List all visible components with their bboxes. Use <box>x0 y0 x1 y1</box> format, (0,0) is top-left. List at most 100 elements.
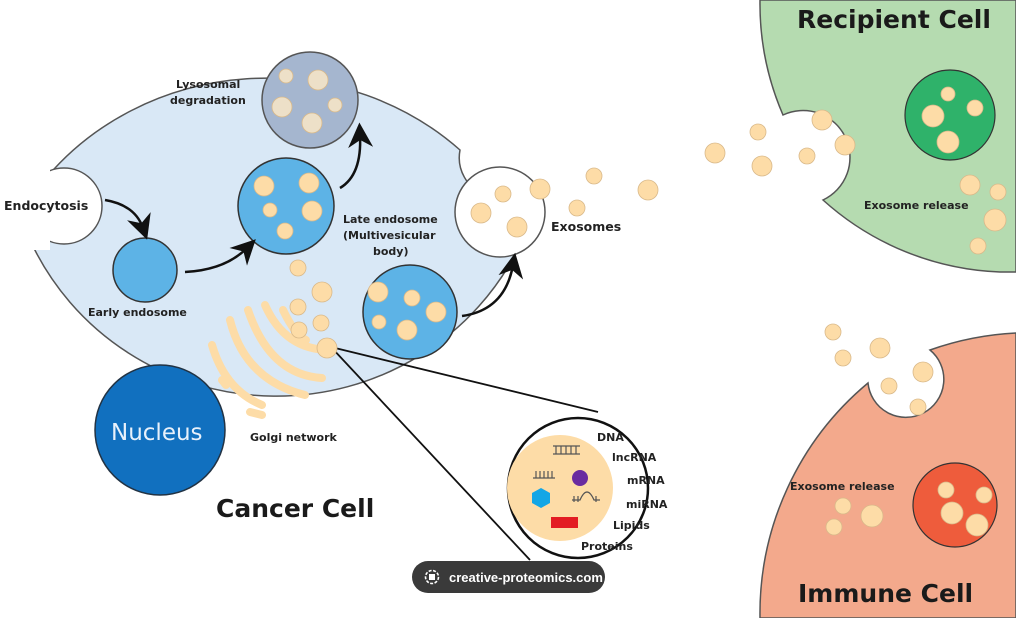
vesicle <box>969 237 987 255</box>
callout-line-bottom <box>330 346 531 561</box>
callout-line-top <box>330 346 599 413</box>
label-late-endosome-3: body) <box>373 245 409 258</box>
cargo-label-proteins: Proteins <box>581 540 633 553</box>
vesicle <box>568 199 586 217</box>
arrow-endocytosis <box>104 198 151 240</box>
label-lysosomal-1: Lysosomal <box>176 78 240 91</box>
label-recipient-release: Exosome release <box>864 199 969 212</box>
protein-purple-icon <box>572 470 588 486</box>
vesicle <box>975 486 993 504</box>
cargo-label-lncrna: lncRNA <box>612 451 657 464</box>
label-golgi: Golgi network <box>250 431 338 444</box>
vesicle <box>278 68 294 84</box>
vesicle <box>869 337 891 359</box>
vesicle <box>289 298 307 316</box>
cargo-exosome <box>507 435 613 541</box>
vesicle <box>585 167 603 185</box>
vesicle <box>253 175 275 197</box>
source-watermark[interactable]: creative-proteomics.com <box>412 561 605 593</box>
vesicle <box>396 319 418 341</box>
vesicle <box>983 208 1007 232</box>
vesicle <box>316 337 338 359</box>
lipid-hexagon-icon <box>532 488 550 508</box>
label-immune-release: Exosome release <box>790 480 895 493</box>
vesicle <box>327 97 343 113</box>
vesicle <box>494 185 512 203</box>
cargo-label-mrna: mRNA <box>627 474 665 487</box>
vesicle <box>311 281 333 303</box>
cargo-label-lipids: Lipids <box>613 519 650 532</box>
vesicle <box>937 481 955 499</box>
vesicle <box>921 104 945 128</box>
label-late-endosome-2: (Multivesicular <box>343 229 436 242</box>
vesicle <box>529 178 551 200</box>
vesicle <box>965 513 989 537</box>
vesicle <box>798 147 816 165</box>
vesicle <box>301 200 323 222</box>
vesicle <box>289 259 307 277</box>
arrow-to-lysosome <box>339 122 374 190</box>
vesicle <box>751 155 773 177</box>
globe-icon <box>424 569 440 585</box>
vesicle <box>298 172 320 194</box>
vesicle <box>262 202 278 218</box>
vesicle <box>470 202 492 224</box>
immune-cell <box>759 332 1016 618</box>
dna-icon <box>553 445 580 455</box>
vesicle <box>290 321 308 339</box>
vesicle <box>860 504 884 528</box>
label-nucleus: Nucleus <box>111 420 203 446</box>
vesicle <box>825 518 843 536</box>
early-endosome <box>112 237 178 303</box>
vesicle-layer <box>253 68 1007 537</box>
cargo-label-mirna: miRNA <box>626 498 668 511</box>
nucleus <box>94 364 226 496</box>
vesicle <box>704 142 726 164</box>
vesicle <box>506 216 528 238</box>
recipient-cell <box>759 0 1016 273</box>
vesicle <box>834 349 852 367</box>
protein-red-icon <box>551 517 578 528</box>
vesicle <box>834 497 852 515</box>
vesicle <box>912 361 934 383</box>
vesicle <box>749 123 767 141</box>
vesicle <box>909 398 927 416</box>
vesicle <box>959 174 981 196</box>
label-early-endosome: Early endosome <box>88 306 187 319</box>
vesicle <box>425 301 447 323</box>
mirna-icon <box>572 491 600 502</box>
vesicle <box>371 314 387 330</box>
vesicle <box>276 222 294 240</box>
vesicle <box>271 96 293 118</box>
lncrna-icon <box>533 471 555 479</box>
recipient-organelle <box>904 69 996 161</box>
label-exosomes: Exosomes <box>551 219 621 234</box>
vesicle <box>880 377 898 395</box>
arrow-to-exosome <box>461 252 524 318</box>
arrow-early-to-late <box>184 239 256 274</box>
vesicle <box>966 99 984 117</box>
vesicle <box>301 112 323 134</box>
title-recipient-cell: Recipient Cell <box>797 5 991 34</box>
label-endocytosis: Endocytosis <box>4 198 88 213</box>
watermark-text: creative-proteomics.com <box>449 569 603 585</box>
vesicle <box>936 130 960 154</box>
cargo-label-dna: DNA <box>597 431 624 444</box>
vesicle <box>637 179 659 201</box>
title-immune-cell: Immune Cell <box>798 579 973 608</box>
title-cancer-cell: Cancer Cell <box>216 494 374 523</box>
vesicle <box>940 86 956 102</box>
vesicle <box>811 109 833 131</box>
vesicle <box>940 501 964 525</box>
vesicle <box>403 289 421 307</box>
vesicle <box>989 183 1007 201</box>
vesicle <box>312 314 330 332</box>
vesicle <box>307 69 329 91</box>
exosome-budding-pit <box>454 166 546 258</box>
label-late-endosome-1: Late endosome <box>343 213 438 226</box>
vesicle <box>367 281 389 303</box>
vesicle <box>824 323 842 341</box>
label-lysosomal-2: degradation <box>170 94 246 107</box>
vesicle <box>834 134 856 156</box>
